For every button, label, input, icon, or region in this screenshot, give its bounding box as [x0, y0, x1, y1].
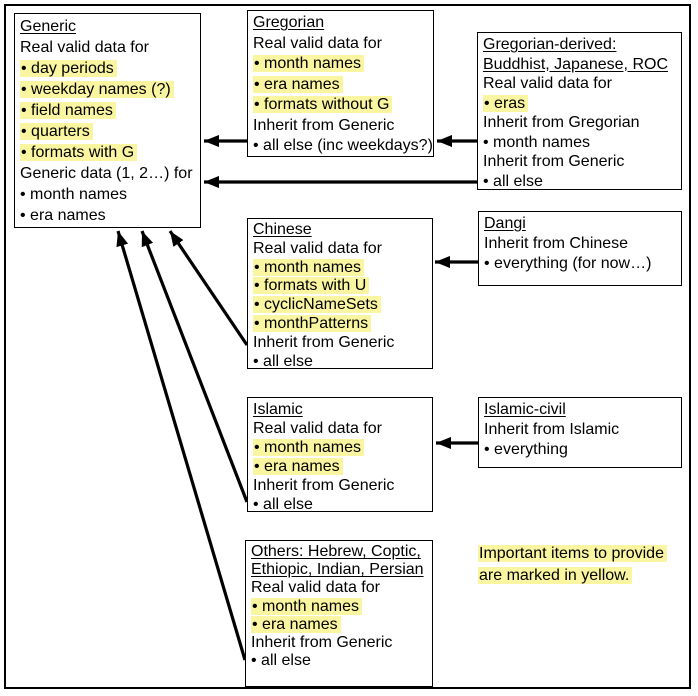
line: • all else: [483, 172, 543, 190]
line-highlighted: • month names: [253, 258, 427, 278]
line: Real valid data for: [253, 420, 382, 437]
line: • all else (inc weekdays?): [253, 137, 433, 154]
line-highlighted: • month names: [253, 54, 428, 75]
outer-border: [4, 4, 691, 689]
box-others-title: Others: Hebrew, Coptic,: [251, 543, 421, 560]
box-islamic-civil: Islamic-civil Inherit from Islamic • eve…: [478, 397, 682, 468]
line: Inherit from Generic: [253, 477, 395, 494]
box-dangi-title: Dangi: [484, 215, 526, 232]
box-islamic-title: Islamic: [253, 401, 303, 418]
line-highlighted: • weekday names (?): [20, 79, 195, 100]
line: Inherit from Generic: [483, 153, 625, 170]
line: • everything: [484, 441, 568, 458]
line-highlighted: • era names: [251, 615, 427, 634]
line: Real valid data for: [253, 239, 382, 257]
legend-note-line: Important items to provide: [478, 543, 667, 565]
line: Real valid data for: [483, 75, 612, 92]
legend-note-line: are marked in yellow.: [478, 565, 667, 587]
line-highlighted: • day periods: [20, 58, 195, 79]
line-highlighted: • era names: [253, 75, 428, 96]
line: Inherit from Gregorian: [483, 114, 640, 131]
line: • month names: [483, 133, 590, 151]
line: Generic data (1, 2…) for: [20, 165, 193, 182]
line-highlighted: • eras: [483, 94, 676, 114]
box-gregorian-derived: Gregorian-derived: Buddhist, Japanese, R…: [477, 32, 682, 190]
box-islamic-civil-title: Islamic-civil: [484, 401, 566, 418]
box-gregorian-title: Gregorian: [253, 14, 325, 31]
line: Inherit from Islamic: [484, 421, 620, 438]
line-highlighted: • month names: [253, 438, 427, 457]
line: Real valid data for: [20, 39, 149, 56]
line: Inherit from Generic: [253, 116, 395, 134]
line-highlighted: • monthPatterns: [253, 314, 427, 334]
line-highlighted: • formats without G: [253, 95, 428, 116]
line: • all else: [253, 496, 313, 513]
line-highlighted: • month names: [251, 597, 427, 616]
line: Inherit from Chinese: [484, 235, 629, 252]
line: Real valid data for: [253, 34, 382, 52]
line-highlighted: • era names: [253, 457, 427, 476]
line: • month names: [20, 186, 127, 203]
line-highlighted: • field names: [20, 100, 195, 121]
line: • all else: [251, 652, 311, 670]
line: Inherit from Generic: [253, 333, 395, 351]
box-others-title-2: Ethiopic, Indian, Persian: [251, 561, 424, 579]
box-dangi: Dangi Inherit from Chinese • everything …: [478, 211, 682, 286]
line-highlighted: • quarters: [20, 121, 195, 142]
line: • all else: [253, 352, 313, 370]
line-highlighted: • formats with U: [253, 277, 427, 296]
line: • everything (for now…): [484, 255, 652, 272]
box-gregorian-derived-title-2: Buddhist, Japanese, ROC: [483, 55, 668, 73]
legend-note: Important items to provide are marked in…: [478, 543, 667, 587]
line: • era names: [20, 207, 106, 224]
box-gregorian: Gregorian Real valid data for • month na…: [247, 10, 434, 157]
box-others: Others: Hebrew, Coptic, Ethiopic, Indian…: [245, 540, 433, 687]
box-generic: Generic Real valid data for • day period…: [14, 13, 201, 228]
line: Inherit from Generic: [251, 634, 393, 652]
box-generic-title: Generic: [20, 18, 77, 35]
line-highlighted: • formats with G: [20, 142, 195, 163]
box-chinese: Chinese Real valid data for • month name…: [247, 218, 433, 370]
box-islamic: Islamic Real valid data for • month name…: [247, 397, 433, 513]
line-highlighted: • cyclicNameSets: [253, 296, 427, 315]
box-gregorian-derived-title: Gregorian-derived:: [483, 36, 617, 53]
box-chinese-title: Chinese: [253, 221, 312, 238]
line: Real valid data for: [251, 579, 380, 597]
